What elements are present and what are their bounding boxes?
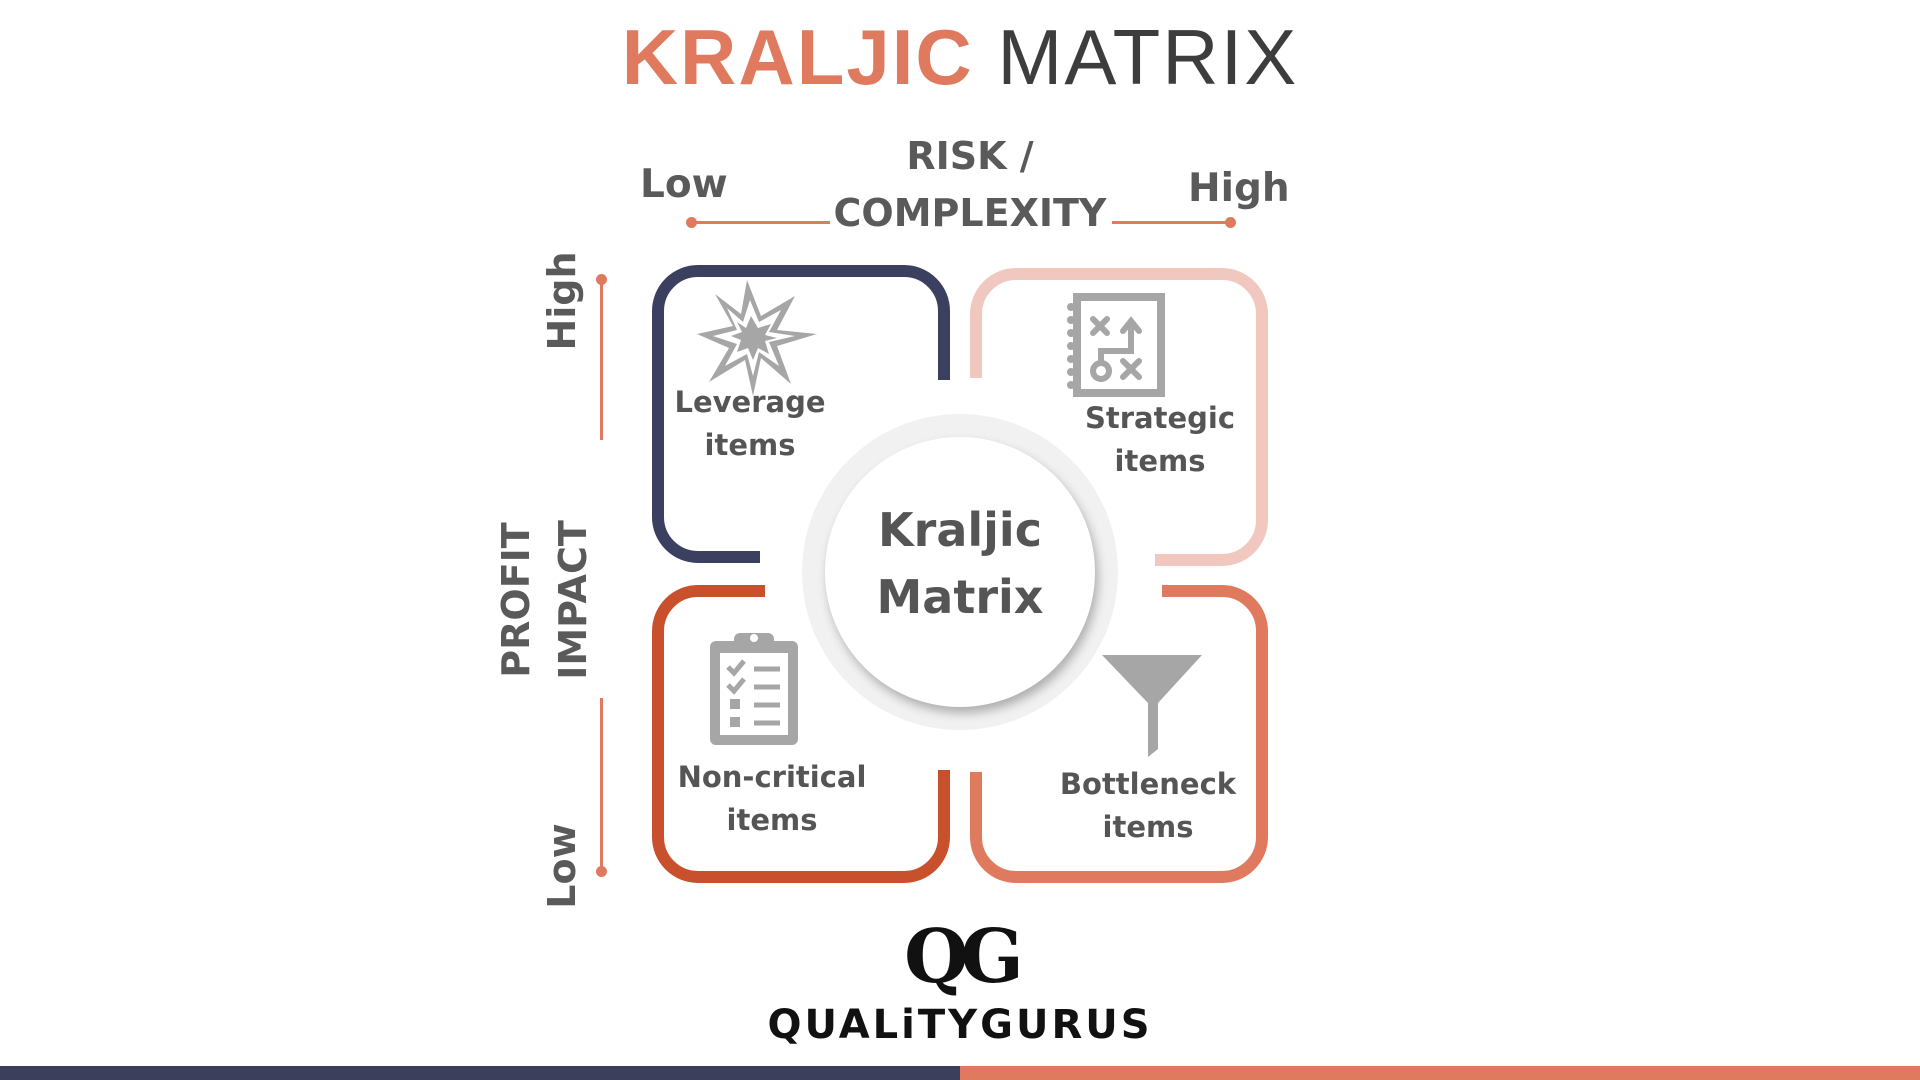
quadrant-label-line2: items bbox=[726, 803, 818, 837]
x-axis-low-label: Low bbox=[640, 162, 728, 207]
quadrant-label-non-critical: Non-critical items bbox=[672, 756, 872, 842]
svg-text:QG: QG bbox=[904, 918, 1018, 998]
clipboard-checklist-icon bbox=[710, 633, 798, 745]
center-label: Kraljic Matrix bbox=[825, 497, 1095, 631]
quadrant-label-line2: items bbox=[1102, 810, 1194, 844]
y-axis-title-line2: IMPACT bbox=[551, 520, 595, 680]
x-axis-title-line1: RISK / bbox=[906, 134, 1034, 178]
y-axis-title-line1: PROFIT bbox=[494, 522, 538, 678]
y-axis-high-dot bbox=[596, 274, 607, 285]
center-circle bbox=[825, 437, 1095, 707]
quadrant-label-strategic: Strategic items bbox=[1070, 397, 1250, 483]
quadrant-label-bottleneck: Bottleneck items bbox=[1048, 763, 1248, 849]
quadrant-label-line1: Leverage bbox=[674, 385, 826, 419]
center-label-line1: Kraljic bbox=[878, 503, 1042, 557]
center-label-line2: Matrix bbox=[876, 570, 1044, 624]
x-axis-title-line2: COMPLEXITY bbox=[833, 191, 1107, 235]
strategy-playbook-icon bbox=[1067, 293, 1165, 397]
y-axis-title: PROFIT IMPACT bbox=[488, 475, 602, 725]
quadrant-label-line2: items bbox=[1114, 444, 1206, 478]
quadrant-label-line1: Bottleneck bbox=[1059, 767, 1237, 801]
footer-bar-orange bbox=[960, 1066, 1920, 1080]
funnel-icon bbox=[1102, 655, 1202, 757]
quadrant-label-line2: items bbox=[704, 428, 796, 462]
y-axis-low-dot bbox=[596, 866, 607, 877]
y-axis-low-label: Low bbox=[540, 823, 584, 909]
y-axis-high-label: High bbox=[540, 251, 584, 351]
page-title: KRALJIC MATRIX bbox=[0, 14, 1920, 100]
title-kraljic: KRALJIC bbox=[621, 13, 974, 101]
y-axis-line-bottom bbox=[600, 698, 603, 870]
x-axis-line-right bbox=[1112, 221, 1230, 224]
burst-star-icon bbox=[697, 280, 817, 396]
quadrant-label-line1: Strategic bbox=[1084, 401, 1236, 435]
quadrant-label-line1: Non-critical bbox=[677, 760, 867, 794]
y-axis-line-top bbox=[600, 280, 603, 440]
x-axis-high-dot bbox=[1225, 217, 1236, 228]
x-axis-line-left bbox=[692, 221, 830, 224]
qualitygurus-logo-mark: QG bbox=[904, 918, 1026, 998]
footer-bar-navy bbox=[0, 1066, 960, 1080]
quadrant-label-leverage: Leverage items bbox=[660, 381, 840, 467]
x-axis-title: RISK / COMPLEXITY bbox=[760, 128, 1180, 242]
x-axis-high-label: High bbox=[1188, 166, 1290, 211]
title-matrix: MATRIX bbox=[997, 13, 1299, 101]
qualitygurus-logo-text: QUALiTYGURUS bbox=[767, 1002, 1153, 1048]
x-axis-low-dot bbox=[686, 217, 697, 228]
